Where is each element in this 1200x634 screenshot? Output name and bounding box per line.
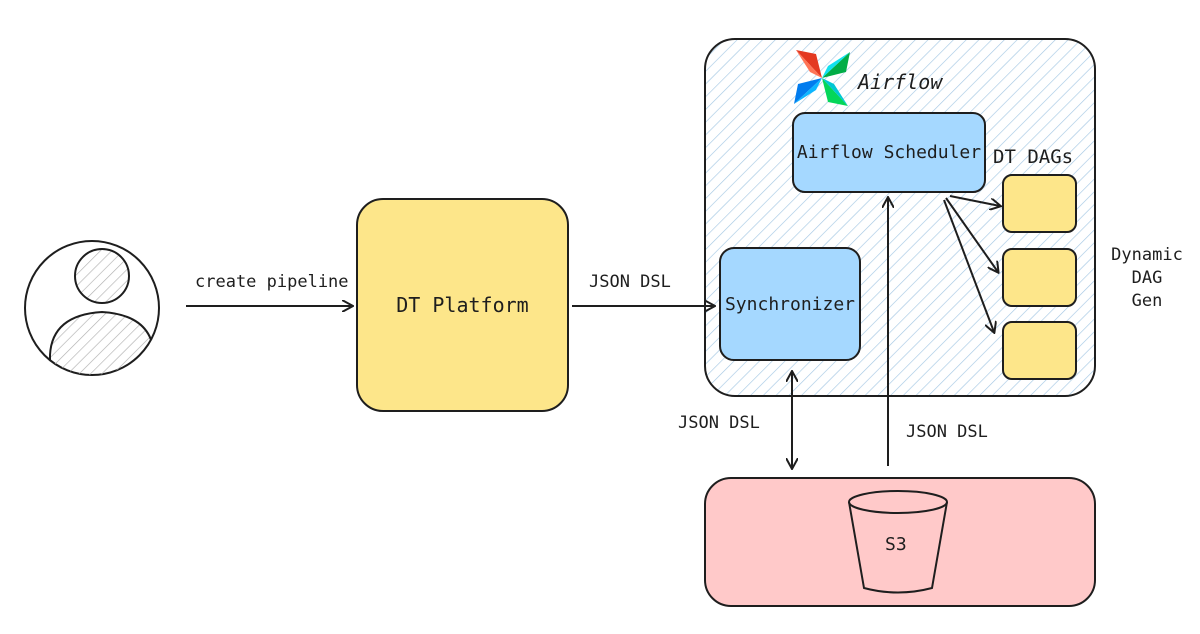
airflow-title: Airflow [858, 70, 943, 94]
dynamic-dag-gen-line: Dynamic [1111, 245, 1183, 265]
bucket-icon [848, 490, 948, 594]
dag-box [1002, 174, 1077, 233]
dag-box [1002, 248, 1077, 307]
airflow-scheduler-label: Airflow Scheduler [796, 142, 982, 163]
airflow-scheduler-box [792, 112, 986, 193]
dt-platform-box [356, 198, 569, 412]
s3-label: S3 [885, 534, 907, 555]
edge-label-sync-s3-json-dsl: JSON DSL [678, 413, 760, 433]
edge-label-s3-scheduler-json-dsl: JSON DSL [906, 422, 988, 442]
edge-label-create-pipeline: create pipeline [195, 272, 349, 292]
airflow-pinwheel-icon [794, 50, 850, 106]
dynamic-dag-gen-line: DAG [1131, 268, 1163, 288]
arrow-scheduler-to-dag-3 [943, 199, 994, 332]
dynamic-dag-gen-line: Gen [1131, 291, 1163, 311]
s3-container [704, 477, 1096, 607]
dt-dags-title: DT DAGs [993, 146, 1074, 168]
synchronizer-box [719, 247, 861, 361]
dt-platform-label: DT Platform [396, 293, 529, 317]
dag-box [1002, 321, 1077, 380]
arrow-scheduler-to-dag-1 [949, 195, 1000, 206]
user-icon [24, 240, 160, 376]
arrow-scheduler-to-dag-2 [945, 197, 998, 272]
dynamic-dag-gen-label: Dynamic DAG Gen [1106, 244, 1188, 313]
synchronizer-label: Synchronizer [724, 293, 856, 315]
edge-label-platform-json-dsl: JSON DSL [589, 272, 671, 292]
